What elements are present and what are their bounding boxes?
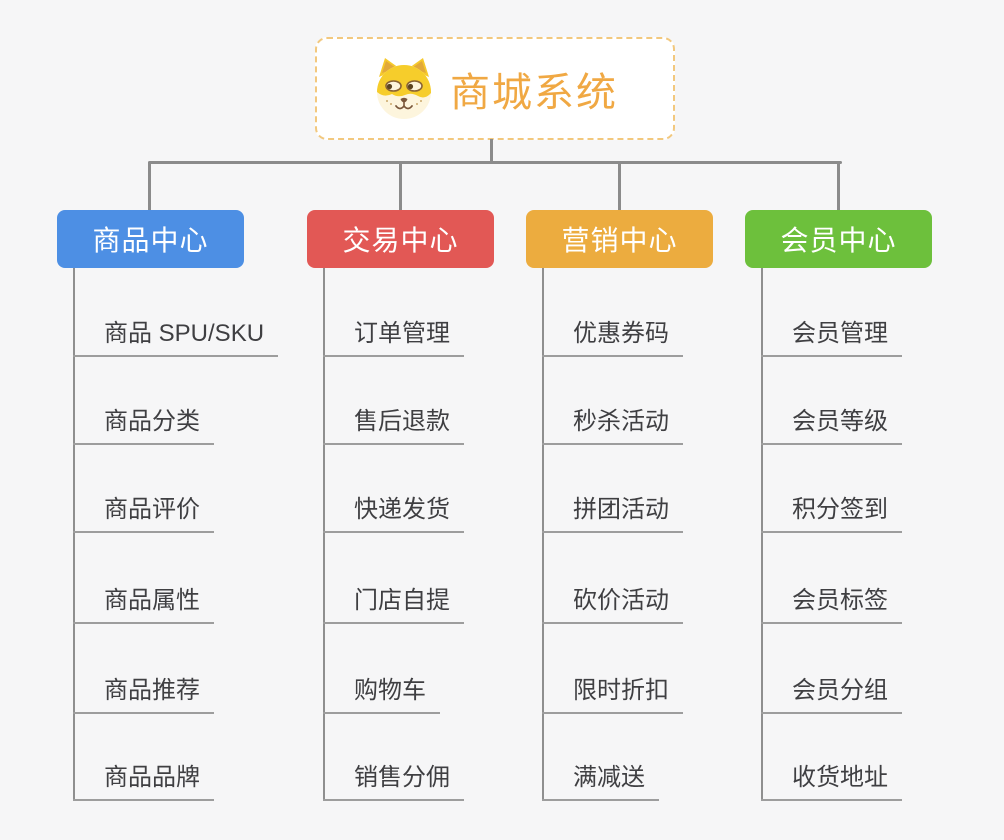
leaf-node[interactable]: 收货地址	[761, 757, 902, 801]
branch-spine	[542, 268, 544, 801]
leaf-node[interactable]: 商品分类	[73, 401, 214, 445]
leaf-node[interactable]: 砍价活动	[542, 580, 683, 624]
leaf-node[interactable]: 积分签到	[761, 489, 902, 533]
leaf-node[interactable]: 会员标签	[761, 580, 902, 624]
leaf-node[interactable]: 商品评价	[73, 489, 214, 533]
leaf-node[interactable]: 售后退款	[323, 401, 464, 445]
root-node[interactable]: 商城系统	[315, 37, 675, 140]
leaf-node[interactable]: 销售分佣	[323, 757, 464, 801]
connector-root-vertical	[490, 139, 493, 164]
leaf-node[interactable]: 商品品牌	[73, 757, 214, 801]
leaf-node[interactable]: 会员管理	[761, 313, 902, 357]
leaf-node[interactable]: 秒杀活动	[542, 401, 683, 445]
connector-drop-1	[148, 162, 151, 211]
branch-node-marketing-center[interactable]: 营销中心	[526, 210, 713, 268]
leaf-node[interactable]: 商品属性	[73, 580, 214, 624]
leaf-node[interactable]: 会员等级	[761, 401, 902, 445]
leaf-node[interactable]: 快递发货	[323, 489, 464, 533]
connector-drop-4	[837, 162, 840, 211]
dog-icon	[377, 57, 431, 119]
connector-horizontal	[148, 161, 842, 164]
leaf-node[interactable]: 满减送	[542, 757, 659, 801]
leaf-node[interactable]: 拼团活动	[542, 489, 683, 533]
connector-drop-3	[618, 162, 621, 211]
connector-drop-2	[399, 162, 402, 211]
leaf-node[interactable]: 限时折扣	[542, 670, 683, 714]
branch-node-trade-center[interactable]: 交易中心	[307, 210, 494, 268]
leaf-node[interactable]: 商品推荐	[73, 670, 214, 714]
leaf-node[interactable]: 商品 SPU/SKU	[73, 313, 279, 357]
root-title: 商城系统	[450, 70, 618, 115]
leaf-node[interactable]: 门店自提	[323, 580, 464, 624]
branch-node-member-center[interactable]: 会员中心	[745, 210, 932, 268]
branch-spine	[761, 268, 763, 801]
branch-spine	[323, 268, 325, 801]
branch-spine	[73, 268, 75, 801]
branch-node-product-center[interactable]: 商品中心	[57, 210, 244, 268]
leaf-node[interactable]: 优惠券码	[542, 313, 683, 357]
leaf-node[interactable]: 订单管理	[323, 313, 464, 357]
leaf-node[interactable]: 会员分组	[761, 670, 902, 714]
leaf-node[interactable]: 购物车	[323, 670, 440, 714]
